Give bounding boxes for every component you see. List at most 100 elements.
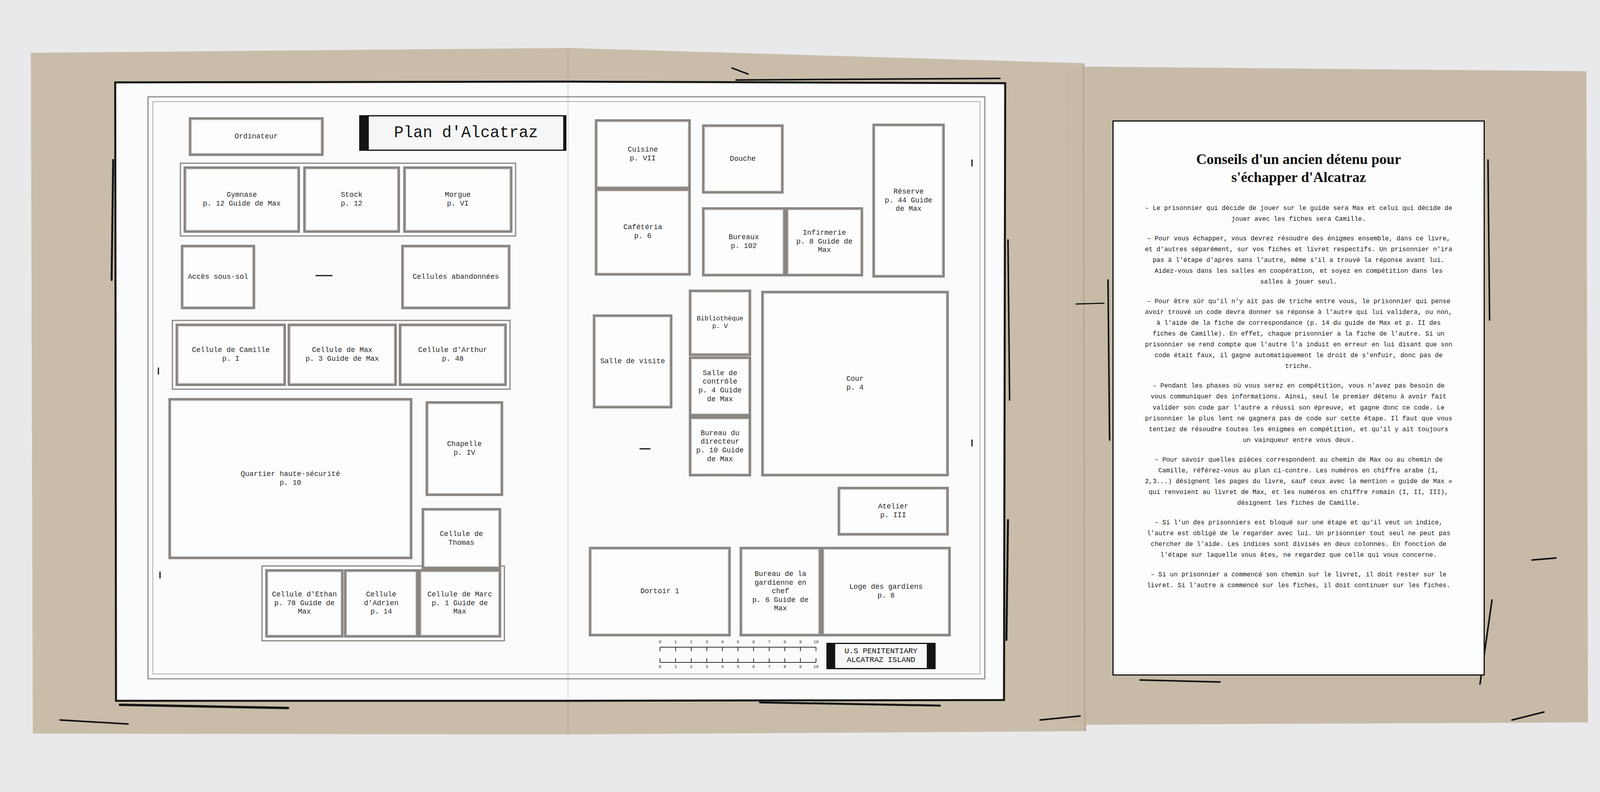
room-name: Cellule de Marc — [427, 590, 492, 600]
room-box: Cellule de Thomas — [421, 508, 502, 570]
advice-paragraph: – Pour être sûr qu'il n'y ait pas de tri… — [1144, 296, 1453, 372]
page-reference: p. 14 — [370, 607, 392, 617]
page-reference: p. 12 Guide de Max — [202, 199, 281, 209]
room-name: Bureau du directeur — [695, 429, 745, 447]
scale-number: 8 — [783, 664, 787, 670]
map-sheet — [115, 81, 1006, 701]
page-reference: p. 78 Guide de Max — [271, 599, 338, 617]
page-reference: p. 4 Guide de Max — [695, 386, 745, 404]
room-name: Cellule de Thomas — [428, 530, 495, 548]
room-name: Bibliothèque — [696, 315, 744, 323]
wing-outline — [262, 566, 505, 641]
scale-number: 5 — [736, 664, 740, 670]
room-name: Douche — [730, 154, 756, 164]
scale-number: 1 — [674, 664, 678, 670]
scale-number: 1 — [674, 640, 678, 645]
room-name: Cellules abandonnées — [412, 272, 499, 282]
room-box: Ordinateur — [188, 117, 324, 156]
room-name: Cellule d'Adrien — [350, 590, 412, 608]
room-box: Loge des gardiensp. 8 — [821, 546, 951, 637]
scale-number: 4 — [721, 664, 724, 670]
map-frame — [148, 96, 985, 679]
room-box: Cellule de Maxp. 3 Guide de Max — [287, 323, 397, 386]
room-box: Gymnasep. 12 Guide de Max — [183, 166, 300, 233]
room-name: Ordinateur — [234, 132, 278, 142]
room-name: Cuisine — [627, 145, 658, 155]
page-reference: p. 3 Guide de Max — [305, 354, 380, 364]
page-reference: p. 8 — [877, 591, 895, 601]
scale-number: 7 — [768, 640, 771, 645]
room-name: Atelier — [878, 502, 909, 512]
scale-number: 6 — [752, 664, 756, 670]
room-name: Cellule de Camille — [192, 346, 270, 355]
page-reference: p. I — [222, 354, 240, 364]
scale-number: 2 — [690, 664, 693, 670]
scale-number: 8 — [783, 640, 787, 645]
scale-number: 4 — [721, 640, 724, 645]
room-name: Chapelle — [447, 440, 482, 449]
room-box: Cafétériap. 6 — [594, 188, 691, 276]
advice-panel: Conseils d'un ancien détenu pour s'échap… — [1112, 120, 1485, 676]
room-box: Salle de visite — [592, 314, 673, 409]
page-reference: p. 12 — [340, 199, 363, 209]
scale-number: 10 — [813, 664, 819, 670]
advice-paragraph: – Pour savoir quelles pièces corresponde… — [1144, 454, 1453, 509]
page-reference: p. VII — [630, 154, 656, 164]
room-box: Accès sous-sol — [180, 244, 256, 310]
page-reference: p. V — [712, 322, 728, 331]
room-box: Chapellep. IV — [425, 401, 504, 496]
room-box: Cellule d'Arthurp. 48 — [398, 323, 507, 386]
room-box: Quartier haute-sécuritép. 10 — [168, 398, 413, 560]
room-name: Bureau de la gardienne en chef — [746, 570, 815, 596]
room-name: Cour — [846, 374, 864, 384]
fold-line — [567, 84, 569, 699]
room-name: Infirmerie — [802, 228, 846, 238]
scale-number: 0 — [658, 640, 662, 645]
room-box: Bureau de la gardienne en chefp. 6 Guide… — [739, 546, 822, 637]
plaque-text: U.S PENITENTIARY ALCATRAZ ISLAND — [837, 647, 925, 665]
room-name: Gymnase — [226, 190, 258, 200]
room-name: Stock — [340, 190, 363, 200]
room-box: Cellule d'Adrienp. 14 — [344, 569, 419, 638]
scale-number: 3 — [705, 664, 709, 670]
scale-number: 2 — [690, 640, 693, 645]
scale-number: 7 — [768, 664, 771, 670]
advice-paragraph: – Si un prisonnier a commencé son chemin… — [1144, 569, 1453, 592]
room-box: Infirmeriep. 8 Guide de Max — [785, 207, 864, 277]
page-reference: p. 8 Guide de Max — [792, 237, 857, 255]
room-name: Cellule d'Ethan — [272, 590, 337, 600]
page-reference: p. 4 — [846, 383, 864, 393]
scale-number: 3 — [705, 640, 709, 645]
room-box: Stockp. 12 — [303, 166, 400, 233]
room-box: Bureau du directeurp. 10 Guide de Max — [688, 416, 752, 477]
panel-heading: Conseils d'un ancien détenu pour s'échap… — [1186, 150, 1411, 187]
room-box: Salle de contrôlep. 4 Guide de Max — [688, 356, 752, 417]
room-box: Douche — [702, 124, 784, 194]
room-box: Morguep. VI — [403, 166, 513, 233]
page-reference: p. 102 — [730, 242, 757, 251]
scale-number: 9 — [799, 640, 802, 645]
tan-panel — [1065, 66, 1588, 725]
page-reference: p. 48 — [442, 354, 464, 364]
scale-number: 5 — [736, 640, 740, 645]
page-reference: p. 6 — [634, 232, 652, 241]
page-reference: p. 6 Guide de Max — [746, 596, 815, 614]
room-name: Cafétéria — [623, 223, 662, 232]
room-box: Cuisinep. VII — [594, 119, 691, 190]
page-reference: p. 10 — [279, 478, 302, 488]
title-box: Plan d'Alcatraz — [359, 115, 567, 151]
room-name: Morgue — [444, 190, 471, 200]
room-name: Salle de visite — [600, 357, 665, 366]
room-box: Bibliothèquep. V — [688, 289, 752, 356]
room-name: Salle de contrôle — [695, 369, 745, 387]
room-name: Réserve — [893, 187, 924, 197]
page-reference: p. 1 Guide de Max — [424, 599, 495, 617]
wing-outline — [172, 320, 510, 390]
room-box: Cellules abandonnées — [401, 244, 511, 310]
advice-paragraph: – Le prisonnier qui décide de jouer sur … — [1144, 203, 1453, 225]
page-reference: p. IV — [453, 448, 476, 458]
room-name: Quartier haute-sécurité — [240, 470, 340, 479]
page-reference: p. 10 Guide de Max — [695, 446, 745, 464]
room-box: Dortoir 1 — [588, 546, 731, 637]
